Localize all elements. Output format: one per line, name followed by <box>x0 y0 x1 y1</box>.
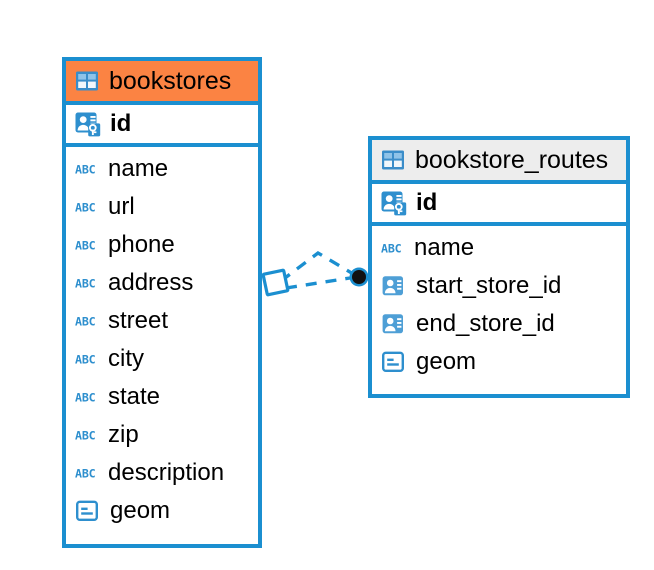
field-list: ABC name ABC url ABC phone AB <box>66 147 258 534</box>
text-type-icon: ABC <box>75 238 96 252</box>
field-label: id <box>110 110 132 137</box>
primary-key-icon <box>381 191 407 216</box>
field-label: city <box>108 345 144 372</box>
field-label: end_store_id <box>416 310 555 337</box>
svg-text:ABC: ABC <box>75 200 96 214</box>
field-label: description <box>108 459 225 486</box>
field-row-id[interactable]: id <box>66 105 258 143</box>
svg-text:ABC: ABC <box>75 428 96 442</box>
primary-key-block: id <box>66 105 258 147</box>
entity-title: bookstore_routes <box>415 145 609 174</box>
entity-header[interactable]: bookstore_routes <box>372 140 626 184</box>
field-label: state <box>108 383 161 410</box>
svg-text:ABC: ABC <box>75 314 96 328</box>
field-label: geom <box>110 497 171 524</box>
field-list: ABC name start_store_id <box>372 226 626 385</box>
field-row-url[interactable]: ABC url <box>66 188 258 226</box>
field-row-phone[interactable]: ABC phone <box>66 226 258 264</box>
foreign-key-icon <box>382 276 403 296</box>
field-label: zip <box>108 421 139 448</box>
field-label: phone <box>108 231 175 258</box>
relationship-line-upper <box>279 250 356 283</box>
foreign-key-icon <box>382 314 403 334</box>
svg-text:ABC: ABC <box>75 238 96 252</box>
field-row-city[interactable]: ABC city <box>66 340 258 378</box>
field-row-end-store-id[interactable]: end_store_id <box>372 305 626 343</box>
field-row-street[interactable]: ABC street <box>66 302 258 340</box>
text-type-icon: ABC <box>75 276 96 290</box>
text-type-icon: ABC <box>75 314 96 328</box>
field-row-zip[interactable]: ABC zip <box>66 416 258 454</box>
table-icon <box>382 150 404 170</box>
entity-table-bookstores[interactable]: bookstores id <box>62 57 262 548</box>
text-type-icon: ABC <box>75 390 96 404</box>
field-label: url <box>108 193 135 220</box>
text-type-icon: ABC <box>75 200 96 214</box>
text-type-icon: ABC <box>75 352 96 366</box>
relationship-line-lower <box>285 276 351 290</box>
primary-key-block: id <box>372 184 626 226</box>
entity-title: bookstores <box>109 66 232 95</box>
field-label: address <box>108 269 194 296</box>
svg-text:ABC: ABC <box>75 162 96 176</box>
field-row-geom[interactable]: geom <box>66 492 258 530</box>
svg-text:ABC: ABC <box>75 276 96 290</box>
field-label: id <box>416 189 438 216</box>
text-type-icon: ABC <box>75 466 96 480</box>
field-row-name[interactable]: ABC name <box>66 150 258 188</box>
field-row-state[interactable]: ABC state <box>66 378 258 416</box>
field-row-start-store-id[interactable]: start_store_id <box>372 267 626 305</box>
svg-text:ABC: ABC <box>75 352 96 366</box>
table-icon <box>76 71 98 91</box>
field-label: name <box>108 155 169 182</box>
text-type-icon: ABC <box>75 428 96 442</box>
field-label: geom <box>416 348 477 375</box>
entity-table-bookstore-routes[interactable]: bookstore_routes <box>368 136 630 398</box>
text-type-icon: ABC <box>75 162 96 176</box>
svg-text:ABC: ABC <box>75 466 96 480</box>
primary-key-icon <box>75 112 101 137</box>
text-type-icon: ABC <box>381 241 402 255</box>
field-row-address[interactable]: ABC address <box>66 264 258 302</box>
field-label: start_store_id <box>416 272 562 299</box>
geometry-type-icon <box>76 500 99 521</box>
field-row-id[interactable]: id <box>372 184 626 222</box>
filled-circle-marker[interactable] <box>349 267 369 287</box>
entity-header[interactable]: bookstores <box>66 61 258 105</box>
field-label: street <box>108 307 169 334</box>
field-row-geom[interactable]: geom <box>372 343 626 381</box>
field-row-name[interactable]: ABC name <box>372 229 626 267</box>
svg-text:ABC: ABC <box>381 241 402 255</box>
geometry-type-icon <box>382 351 405 372</box>
svg-text:ABC: ABC <box>75 390 96 404</box>
field-label: name <box>414 234 475 261</box>
diamond-marker[interactable] <box>261 268 290 297</box>
field-row-description[interactable]: ABC description <box>66 454 258 492</box>
